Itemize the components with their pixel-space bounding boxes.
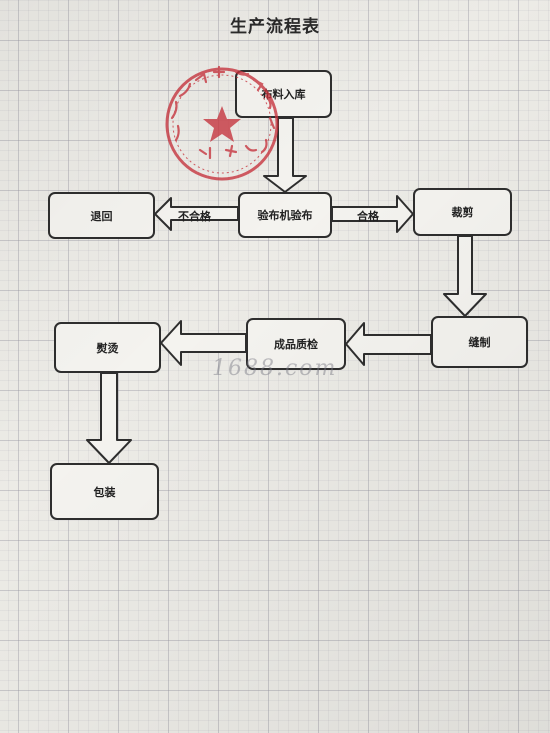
node-pack: 包装: [50, 463, 159, 520]
page-title: 生产流程表: [230, 17, 320, 37]
edge-label-fail: 不合格: [178, 210, 211, 223]
node-fabric-in: 布料入库: [235, 70, 332, 118]
node-qc-label: 成品质检: [274, 338, 318, 351]
arrow-iron-to-pack: [86, 372, 132, 464]
node-inspect: 验布机验布: [238, 192, 332, 238]
node-fabric-in-label: 布料入库: [261, 88, 306, 101]
node-cut-label: 裁剪: [451, 206, 474, 219]
edge-label-pass: 合格: [357, 210, 379, 223]
arrow-fabric-to-inspect: [263, 117, 307, 193]
node-iron-label: 熨烫: [96, 341, 119, 355]
arrow-cut-to-sew: [443, 235, 487, 317]
seal-star-icon: [203, 106, 241, 142]
node-sew: 缝制: [431, 316, 528, 368]
node-return: 退回: [48, 192, 155, 239]
node-pack-label: 包装: [93, 485, 116, 499]
node-qc: 成品质检: [246, 318, 346, 370]
arrow-inspect-to-cut: [331, 195, 414, 233]
node-cut: 裁剪: [413, 188, 512, 236]
arrow-sew-to-qc: [345, 322, 432, 366]
watermark: 1688.com: [212, 356, 338, 381]
node-sew-label: 缝制: [468, 336, 491, 349]
node-iron: 熨烫: [54, 322, 161, 373]
node-return-label: 退回: [90, 209, 113, 223]
arrow-qc-to-iron: [160, 320, 247, 366]
arrow-inspect-to-return: [154, 197, 239, 231]
node-inspect-label: 验布机验布: [257, 209, 313, 222]
